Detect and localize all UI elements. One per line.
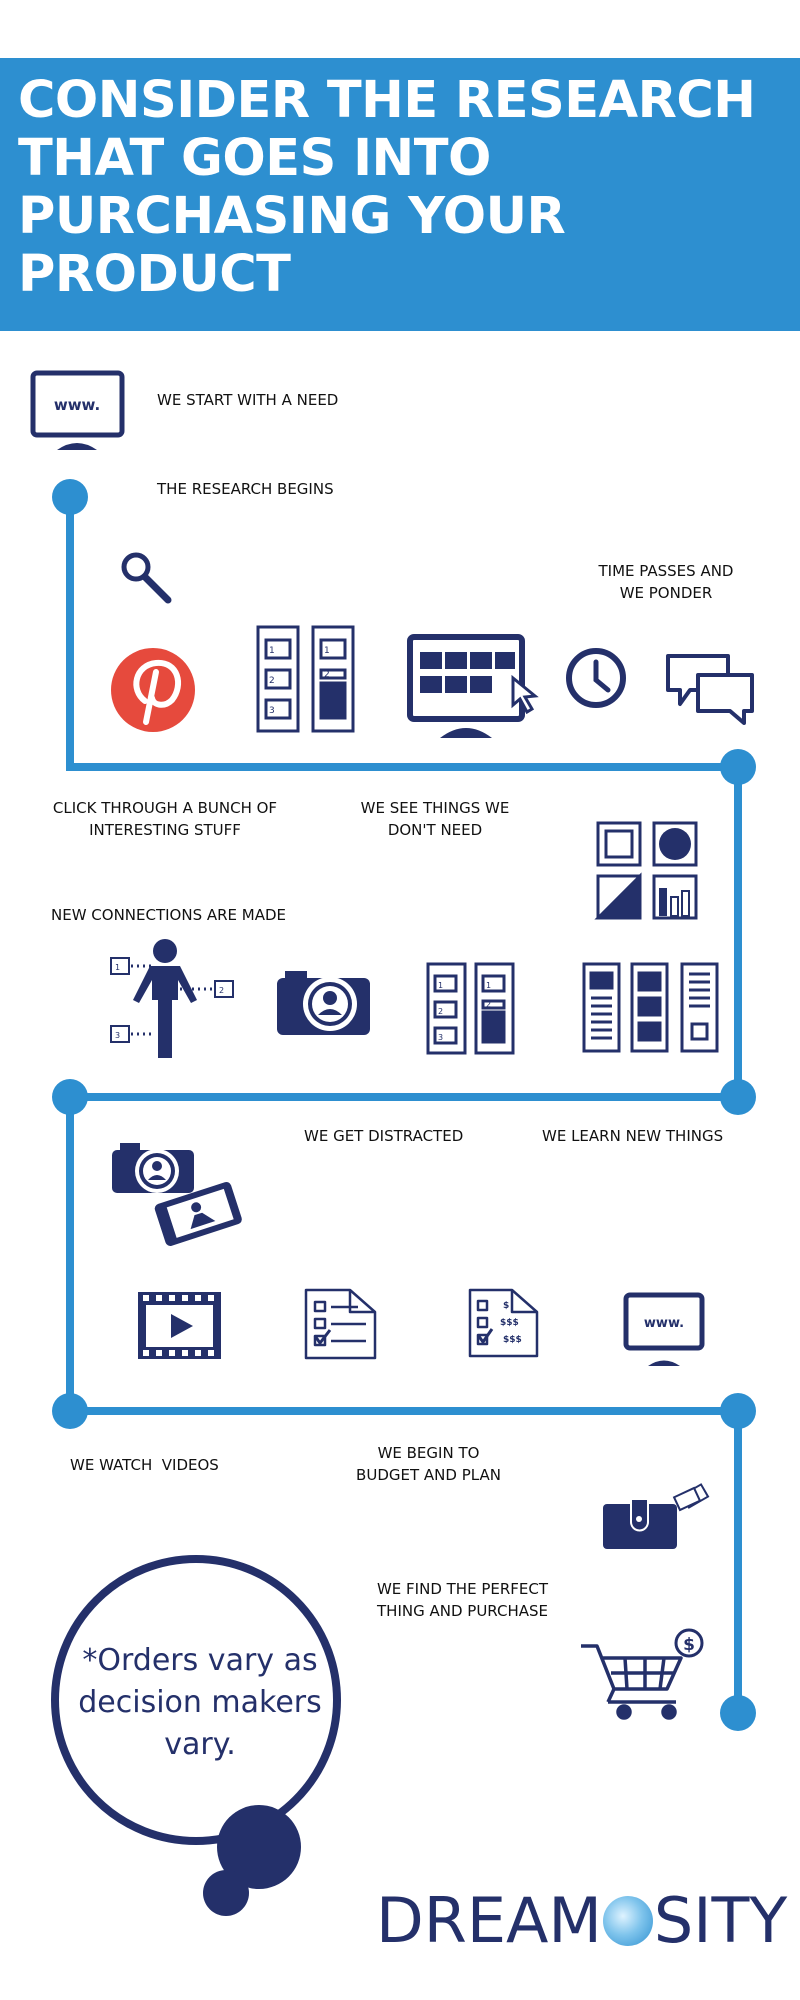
step-label: WE SEE THINGS WE DON'T NEED: [360, 799, 510, 839]
camera-phone-icon: [112, 1143, 242, 1246]
clock-icon: [566, 648, 626, 708]
journey-nodes: [52, 479, 756, 1731]
product-grid-icon: [594, 821, 698, 920]
brand-logo: DREAM SITY: [376, 1884, 787, 1958]
path-node: [52, 479, 88, 515]
thought-bubble: [51, 1555, 341, 1916]
path-node: [52, 1079, 88, 1115]
list-number: 1: [486, 981, 491, 990]
list-number: 2: [486, 1000, 491, 1009]
step-label: WE FIND THE PERFECT THING AND PURCHASE: [376, 1580, 549, 1620]
checklist-document-icon: [304, 1288, 377, 1360]
list-number: 3: [115, 1031, 120, 1040]
brand-text-end: SITY: [653, 1884, 788, 1957]
step-label: WE BEGIN TO BUDGET AND PLAN: [356, 1444, 501, 1484]
play-icon: [171, 1314, 193, 1338]
globe-icon: [602, 1896, 653, 1946]
list-number: 2: [324, 670, 330, 680]
list-number: 3: [269, 706, 275, 716]
monitor-www-icon-2: www.: [623, 1292, 705, 1366]
page-title: CONSIDER THE RESEARCH THAT GOES INTO PUR…: [18, 71, 756, 304]
pinterest-icon: [111, 648, 195, 732]
list-columns-icon: [256, 625, 355, 733]
header-banner: CONSIDER THE RESEARCH THAT GOES INTO PUR…: [0, 58, 800, 331]
list-number: 1: [438, 981, 443, 990]
search-icon: [121, 552, 172, 604]
path-node: [720, 1079, 756, 1115]
list-columns-icon-2: [426, 962, 515, 1055]
step-label: WE GET DISTRACTED: [304, 1127, 464, 1145]
camera-icon: [277, 971, 370, 1035]
dollar-mark: $: [503, 1301, 509, 1311]
cursor-icon: [511, 674, 539, 715]
video-player-icon: [138, 1292, 221, 1359]
path-node: [52, 1393, 88, 1429]
person-connections-icon: 1 2 3: [110, 939, 234, 1058]
dollar-symbol: $: [683, 1635, 695, 1655]
step-label: TIME PASSES AND WE PONDER: [598, 562, 734, 602]
brand-text-start: DREAM: [376, 1884, 602, 1957]
list-number: 1: [115, 963, 120, 972]
budget-document-icon: [468, 1288, 539, 1358]
path-node: [720, 1695, 756, 1731]
step-label: WE START WITH A NEED: [157, 391, 339, 409]
step-label: WE WATCH VIDEOS: [70, 1456, 219, 1474]
chat-bubbles-icon: [666, 654, 754, 725]
video-monitor-icon: [407, 634, 539, 738]
www-text: www.: [54, 396, 100, 414]
journey-path: [66, 497, 742, 1713]
path-node: [720, 1393, 756, 1429]
path-node: [720, 749, 756, 785]
www-text: www.: [644, 1316, 684, 1331]
list-number: 1: [269, 646, 275, 656]
list-number: 1: [324, 646, 330, 656]
list-number: 2: [219, 986, 224, 995]
dollar-mark: $$$: [500, 1318, 519, 1328]
wallet-icon: [603, 1483, 710, 1549]
list-number: 2: [269, 676, 275, 686]
monitor-www-icon: www.: [30, 370, 125, 450]
step-label: THE RESEARCH BEGINS: [157, 480, 334, 498]
shopping-cart-icon: [581, 1628, 704, 1720]
step-label: NEW CONNECTIONS ARE MADE: [51, 906, 287, 924]
page-layouts-icon: [582, 962, 719, 1053]
dollar-mark: $$$: [503, 1335, 522, 1345]
step-label: CLICK THROUGH A BUNCH OF INTERESTING STU…: [52, 799, 278, 839]
step-label: WE LEARN NEW THINGS: [542, 1127, 724, 1145]
bubble-note: *Orders vary as decision makers vary.: [78, 1643, 322, 1762]
list-number: 2: [438, 1007, 443, 1016]
list-number: 3: [438, 1033, 443, 1042]
